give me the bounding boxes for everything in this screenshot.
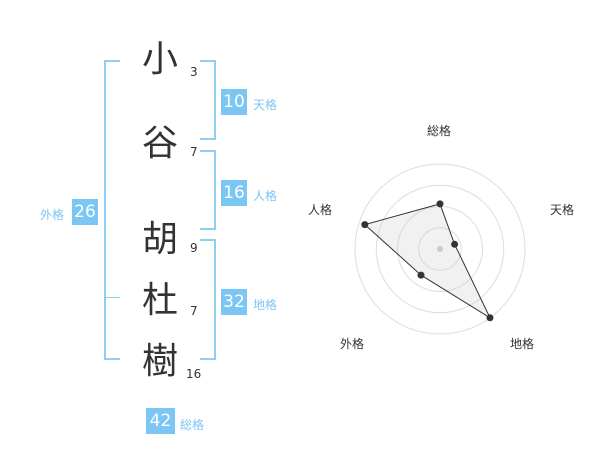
gaikaku-mid-tick <box>104 297 120 299</box>
radar-point-5 <box>361 221 369 229</box>
stroke-count-4: 7 <box>190 304 198 318</box>
radar-label-tenkaku: 天格 <box>550 203 575 217</box>
name-char-1: 小 <box>142 39 179 80</box>
gaikaku-bracket <box>104 60 120 360</box>
name-char-5: 樹 <box>142 341 179 382</box>
name-char-2: 谷 <box>142 123 179 164</box>
radar-label-jinkaku: 人格 <box>308 203 333 217</box>
chikaku-value-badge: 32 <box>221 289 247 315</box>
radar-label-gaikaku: 外格 <box>340 337 365 351</box>
stroke-count-5: 16 <box>186 367 202 381</box>
chikaku-label: 地格 <box>253 298 278 312</box>
radar-point-4 <box>417 271 425 279</box>
radar-ring-3 <box>375 184 505 314</box>
gaikaku-value-badge: 26 <box>72 199 98 225</box>
name-char-4: 杜 <box>142 280 179 321</box>
radar-ring-1 <box>418 227 462 271</box>
radar-point-1 <box>436 200 444 208</box>
tenkaku-label: 天格 <box>253 98 278 112</box>
name-char-3: 胡 <box>142 219 179 260</box>
jinkaku-value-badge: 16 <box>221 180 247 206</box>
radar-point-2 <box>451 240 459 248</box>
stroke-count-3: 9 <box>190 241 198 255</box>
jinkaku-label: 人格 <box>253 189 278 203</box>
radar-label-soukaku: 総格 <box>427 124 452 138</box>
tenkaku-value-badge: 10 <box>221 89 247 115</box>
stroke-count-2: 7 <box>190 145 198 159</box>
chikaku-bracket <box>200 239 216 360</box>
radar-ring-4 <box>354 163 526 335</box>
gaikaku-label: 外格 <box>40 208 65 222</box>
tenkaku-bracket <box>200 60 216 140</box>
radar-point-3 <box>486 314 494 322</box>
jinkaku-bracket <box>200 150 216 230</box>
stroke-count-1: 3 <box>190 65 198 79</box>
radar-center-dot <box>437 246 443 252</box>
radar-series-polygon <box>363 203 492 320</box>
soukaku-label: 総格 <box>180 418 205 432</box>
radar-label-chikaku: 地格 <box>510 337 535 351</box>
soukaku-value-badge: 42 <box>146 408 175 434</box>
